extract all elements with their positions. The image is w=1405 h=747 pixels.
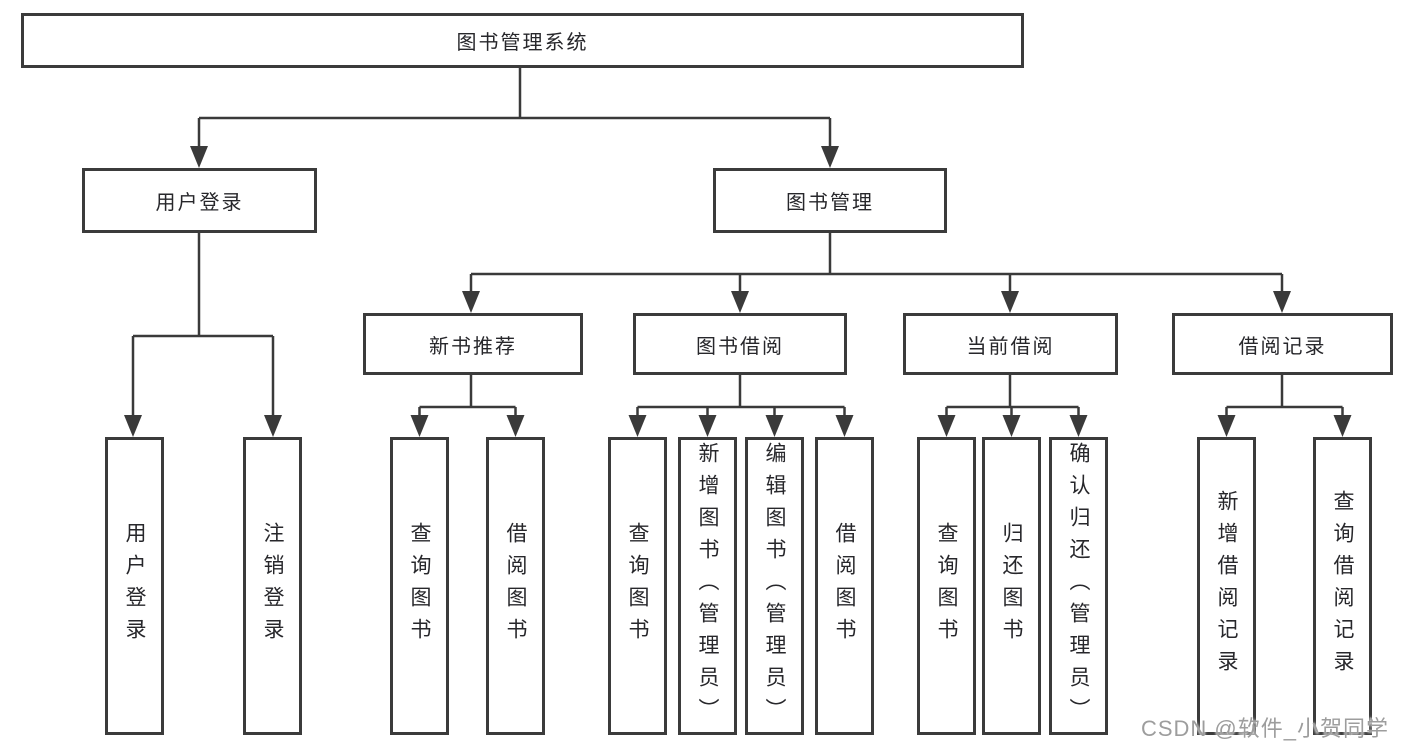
leaf-return-books: 归还图书 — [982, 437, 1041, 735]
node-book-borrowing: 图书借阅 — [633, 313, 847, 375]
node-new-book-recommendation: 新书推荐 — [363, 313, 583, 375]
leaf-borrow-books-2: 借阅图书 — [815, 437, 874, 735]
leaf-confirm-return-admin: 确认归还（管理员） — [1049, 437, 1108, 735]
csdn-watermark: CSDN @软件_小贺同学 — [1140, 716, 1389, 741]
leaf-query-books-1: 查询图书 — [390, 437, 449, 735]
node-book-management: 图书管理 — [713, 168, 947, 233]
leaf-edit-books-admin: 编辑图书（管理员） — [745, 437, 804, 735]
leaf-borrow-books-1: 借阅图书 — [486, 437, 545, 735]
leaf-user-login: 用户登录 — [105, 437, 164, 735]
leaf-add-books-admin: 新增图书（管理员） — [678, 437, 737, 735]
node-user-login: 用户登录 — [82, 168, 317, 233]
leaf-logout: 注销登录 — [243, 437, 302, 735]
node-current-borrowing: 当前借阅 — [903, 313, 1118, 375]
leaf-add-borrow-record: 新增借阅记录 — [1197, 437, 1256, 735]
leaf-query-books-2: 查询图书 — [608, 437, 667, 735]
node-borrowing-records: 借阅记录 — [1172, 313, 1393, 375]
leaf-query-borrow-record: 查询借阅记录 — [1313, 437, 1372, 735]
node-library-management-system: 图书管理系统 — [21, 13, 1024, 68]
leaf-query-books-3: 查询图书 — [917, 437, 976, 735]
